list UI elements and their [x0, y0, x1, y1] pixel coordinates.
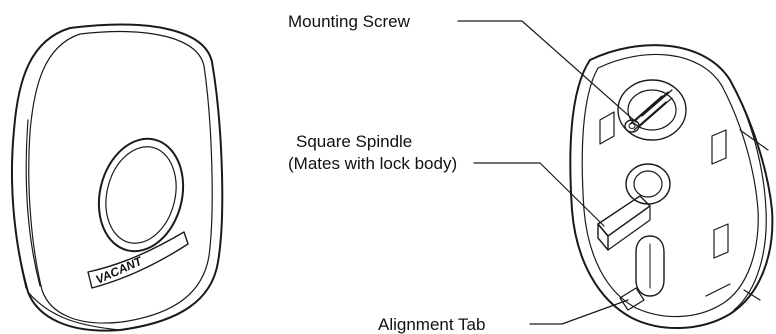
front-turn-ring-inner — [105, 146, 177, 244]
front-turn-ring-outer — [97, 137, 185, 253]
callout-square-spindle: Square Spindle (Mates with lock body) — [288, 132, 605, 227]
spindle-hub-outer — [625, 163, 671, 205]
rear-cover-shell — [569, 44, 774, 330]
square-spindle-leader — [473, 162, 605, 227]
square-spindle-part — [597, 195, 651, 251]
vacant-indicator-window — [87, 231, 189, 289]
front-cover-view: VACANT — [10, 23, 224, 332]
screw-boss-inner — [627, 89, 677, 131]
vacant-indicator-text: VACANT — [94, 253, 146, 286]
rear-cover-view — [569, 44, 774, 330]
screw-boss-outer — [617, 79, 687, 141]
rear-cover-slot — [635, 235, 665, 297]
alignment-tab-leader — [529, 299, 629, 325]
square-spindle-label: Square Spindle — [296, 132, 412, 151]
callout-alignment-tab: Alignment Tab — [378, 299, 629, 334]
callout-mounting-screw: Mounting Screw — [288, 12, 637, 123]
mounting-screw — [624, 89, 673, 133]
mounting-screw-label: Mounting Screw — [288, 12, 411, 31]
front-cover-face-edge — [28, 31, 213, 324]
square-spindle-note: (Mates with lock body) — [288, 154, 457, 173]
mounting-screw-leader — [457, 20, 637, 123]
spindle-hub-inner — [633, 170, 663, 198]
alignment-tab-part — [619, 287, 645, 311]
alignment-tab-label: Alignment Tab — [378, 315, 485, 334]
